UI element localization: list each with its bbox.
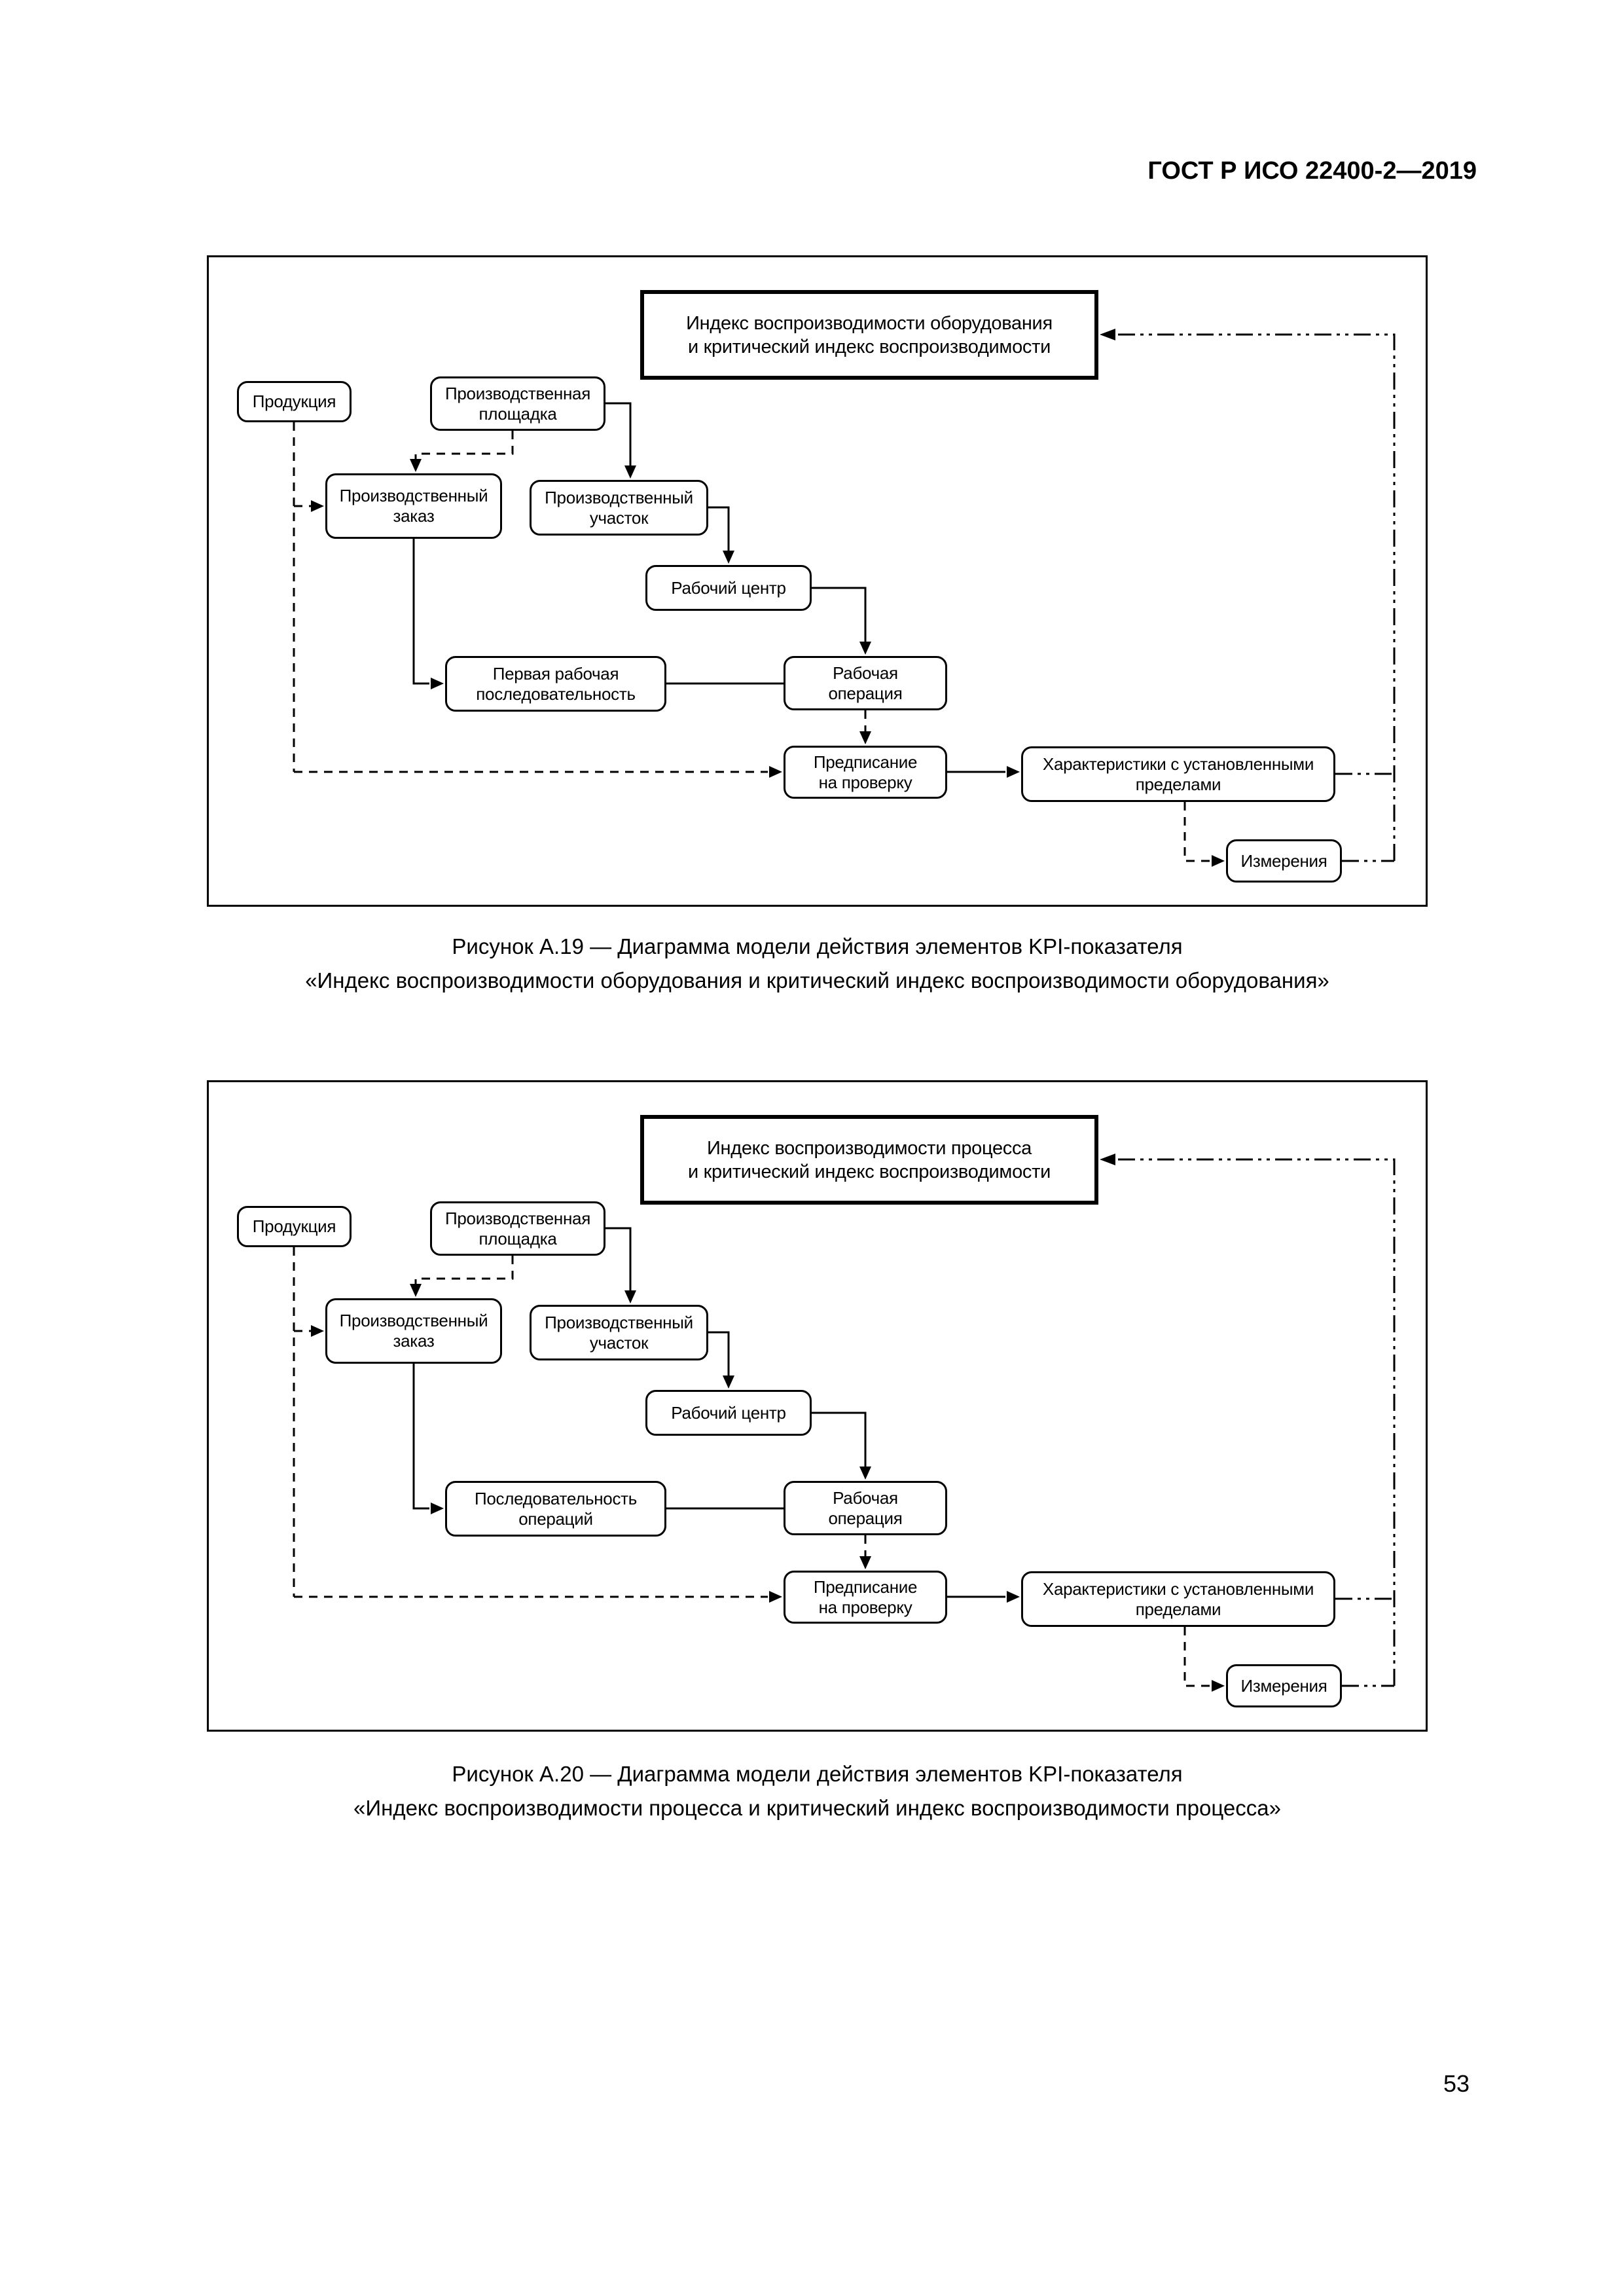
page-number: 53 [1443,2070,1470,2097]
solid-connectors [412,1227,1005,1598]
node-production-area: Производственный участок [530,1305,708,1360]
node-work-center: Рабочий центр [645,1390,812,1436]
diagram-frame [207,1080,1428,1732]
arrowheads [311,329,1225,867]
node-measurements: Измерения [1226,839,1342,883]
node-measurements: Измерения [1226,1664,1342,1707]
node-production-site: Производственная площадка [430,1201,605,1256]
node-inspection-order: Предписание на проверку [784,1571,947,1624]
caption-a20: Рисунок А.20 — Диаграмма модели действия… [207,1757,1428,1825]
caption-a19-line1: Рисунок А.19 — Диаграмма модели действия… [452,934,1183,958]
node-kpi-index: Индекс воспроизводимости оборудования и … [640,290,1098,380]
node-characteristics: Характеристики с установленными пределам… [1021,746,1335,802]
connector-layer [207,255,1428,907]
node-characteristics: Характеристики с установленными пределам… [1021,1571,1335,1627]
caption-a20-line1: Рисунок А.20 — Диаграмма модели действия… [452,1762,1183,1786]
node-work-operation: Рабочая операция [784,656,947,710]
caption-a20-line2: «Индекс воспроизводимости процесса и кри… [353,1796,1281,1820]
node-production-site: Производственная площадка [430,376,605,431]
caption-a19: Рисунок А.19 — Диаграмма модели действия… [207,930,1428,998]
node-product: Продукция [237,1206,352,1247]
node-product: Продукция [237,381,352,422]
dashdot-connectors [1115,1158,1396,1687]
node-work-operation: Рабочая операция [784,1481,947,1535]
connector-layer [207,1080,1428,1732]
figure-a19: Индекс воспроизводимости оборудования и … [207,255,1428,907]
node-work-sequence: Первая рабочая последовательность [445,656,666,712]
figure-a20: Индекс воспроизводимости процесса и крит… [207,1080,1428,1732]
dashed-connectors [293,1247,1210,1687]
node-operation-sequence: Последовательность операций [445,1481,666,1537]
page-header: ГОСТ Р ИСО 22400-2—2019 [1147,157,1477,185]
arrowheads [311,1154,1225,1692]
diagram-frame [207,255,1428,907]
dashed-connectors [293,422,1210,862]
node-inspection-order: Предписание на проверку [784,746,947,799]
node-production-order: Производственный заказ [325,1298,502,1364]
caption-a19-line2: «Индекс воспроизводимости оборудования и… [305,968,1329,993]
node-work-center: Рабочий центр [645,565,812,611]
solid-connectors [412,402,1005,773]
node-production-order: Производственный заказ [325,473,502,539]
dashdot-connectors [1115,333,1396,862]
node-production-area: Производственный участок [530,480,708,536]
node-kpi-index: Индекс воспроизводимости процесса и крит… [640,1115,1098,1205]
